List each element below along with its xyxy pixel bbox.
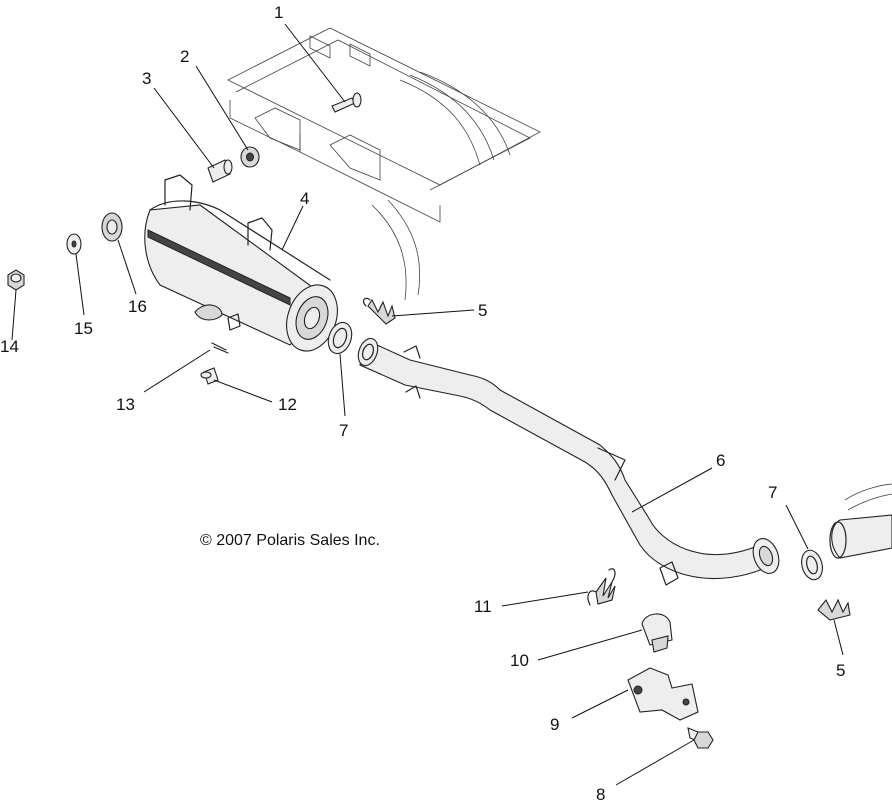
callout-13: 13 bbox=[116, 395, 135, 414]
part-15-washer bbox=[66, 233, 82, 255]
leader-15 bbox=[75, 253, 85, 316]
leader-lines bbox=[11, 23, 844, 786]
part-6-head-pipe bbox=[357, 337, 780, 586]
leader-9 bbox=[571, 689, 629, 719]
callout-1: 1 bbox=[274, 3, 283, 22]
copyright-notice: © 2007 Polaris Sales Inc. bbox=[200, 532, 380, 549]
leader-5a bbox=[391, 309, 475, 317]
part-3-sleeve bbox=[207, 159, 233, 183]
leader-13 bbox=[143, 349, 211, 393]
engine-exhaust-port bbox=[829, 483, 892, 559]
part-1-bolt bbox=[331, 92, 362, 113]
callout-14: 14 bbox=[0, 337, 19, 356]
part-14-nut bbox=[7, 269, 25, 291]
callout-9: 9 bbox=[550, 715, 559, 734]
callout-11: 11 bbox=[474, 597, 492, 616]
frame-outline bbox=[227, 27, 541, 301]
callout-10: 10 bbox=[510, 651, 529, 670]
callout-15: 15 bbox=[74, 319, 93, 338]
part-9-bracket bbox=[627, 667, 699, 721]
part-16-grommet bbox=[101, 212, 123, 242]
leader-10 bbox=[537, 629, 643, 661]
leader-14 bbox=[11, 289, 17, 341]
callout-6: 6 bbox=[716, 451, 725, 470]
leader-11 bbox=[501, 591, 589, 607]
part-8-bolt bbox=[687, 727, 714, 749]
callout-3: 3 bbox=[142, 69, 151, 88]
part-13-clip bbox=[211, 342, 229, 354]
callout-16: 16 bbox=[128, 297, 147, 316]
callout-12: 12 bbox=[278, 395, 297, 414]
callout-8: 8 bbox=[596, 785, 605, 800]
part-11-spring bbox=[587, 568, 616, 606]
callout-2: 2 bbox=[180, 47, 189, 66]
leader-1 bbox=[284, 23, 346, 103]
callout-5-lower: 5 bbox=[836, 661, 845, 680]
leader-7b bbox=[785, 504, 809, 550]
callout-4: 4 bbox=[300, 189, 309, 208]
leader-7a bbox=[339, 353, 346, 417]
part-4-muffler bbox=[144, 174, 338, 352]
part-5-spring-lower bbox=[817, 598, 851, 621]
leader-16 bbox=[117, 239, 137, 295]
leader-6 bbox=[631, 467, 713, 513]
callout-7-lower: 7 bbox=[768, 483, 777, 502]
callout-7-upper: 7 bbox=[339, 421, 348, 440]
callout-numbers: 1 2 3 4 5 5 6 7 7 8 9 10 11 12 13 14 15 … bbox=[0, 3, 845, 800]
part-12-pin bbox=[200, 367, 219, 385]
leader-3 bbox=[153, 87, 215, 169]
part-2-grommet bbox=[240, 146, 260, 168]
leader-12 bbox=[213, 379, 273, 403]
leader-4 bbox=[281, 205, 304, 251]
part-7-seal-upper bbox=[327, 321, 353, 355]
part-10-cap bbox=[641, 613, 673, 653]
part-7-seal-lower bbox=[801, 549, 823, 581]
part-5-spring-upper bbox=[362, 297, 396, 325]
leader-2 bbox=[195, 65, 249, 151]
leader-8 bbox=[615, 739, 695, 786]
leader-5b bbox=[833, 619, 844, 656]
callout-5-upper: 5 bbox=[478, 301, 487, 320]
